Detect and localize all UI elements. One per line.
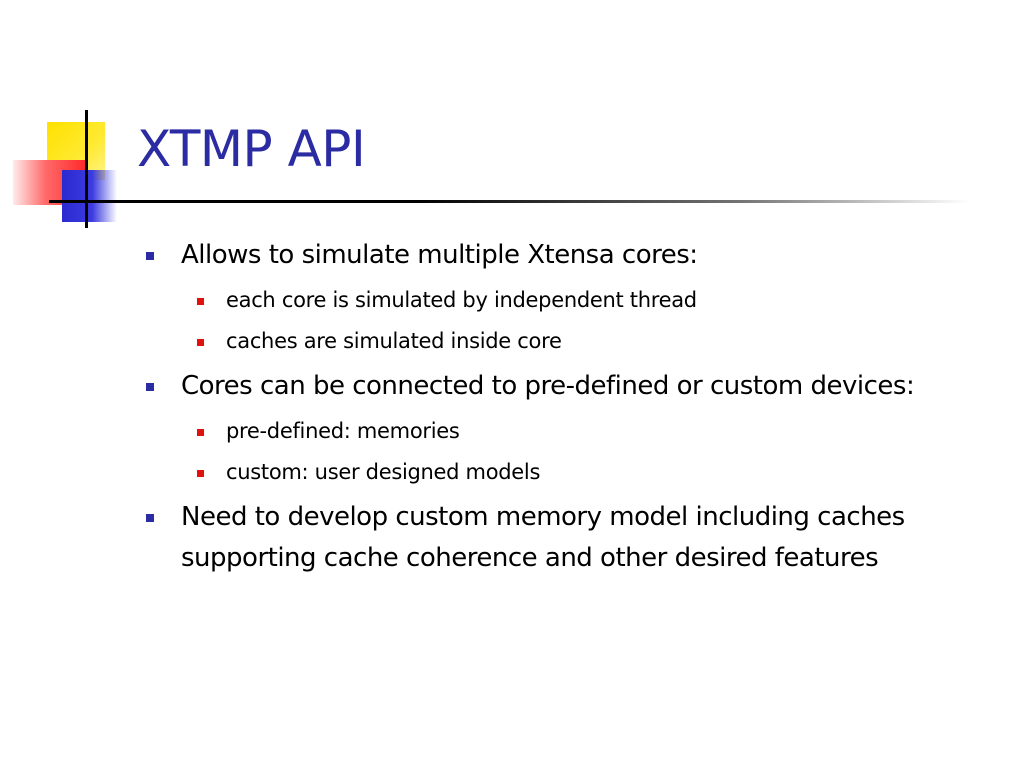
sub-bullet-text: caches are simulated inside core [226,329,562,353]
square-bullet-icon [197,429,204,436]
sub-bullet-item: custom: user designed models [145,452,1005,493]
sub-bullet-item: each core is simulated by independent th… [145,280,1005,321]
sub-bullet-list: each core is simulated by independent th… [145,280,1005,362]
slide-title: XTMP API [137,120,366,178]
square-bullet-icon [146,514,154,522]
sub-bullet-list: pre-defined: memories custom: user desig… [145,411,1005,493]
square-bullet-icon [197,298,204,305]
slide-content: Allows to simulate multiple Xtensa cores… [145,235,1005,587]
square-bullet-icon [197,470,204,477]
square-bullet-icon [146,383,154,391]
bullet-item: Need to develop custom memory model incl… [145,497,1005,579]
sub-bullet-text: pre-defined: memories [226,419,460,443]
bullet-item: Allows to simulate multiple Xtensa cores… [145,235,1005,276]
bullet-item: Cores can be connected to pre-defined or… [145,366,1005,407]
sub-bullet-text: custom: user designed models [226,460,541,484]
sub-bullet-item: caches are simulated inside core [145,321,1005,362]
sub-bullet-item: pre-defined: memories [145,411,1005,452]
bullet-text: Need to develop custom memory model incl… [181,502,905,573]
blue-square-shape [62,170,117,222]
slide-logo-decoration [0,0,180,240]
bullet-text: Cores can be connected to pre-defined or… [181,371,915,401]
square-bullet-icon [146,252,154,260]
sub-bullet-text: each core is simulated by independent th… [226,288,697,312]
title-underline-rule [49,200,969,203]
vertical-rule [85,110,88,228]
square-bullet-icon [197,339,204,346]
bullet-text: Allows to simulate multiple Xtensa cores… [181,240,698,270]
